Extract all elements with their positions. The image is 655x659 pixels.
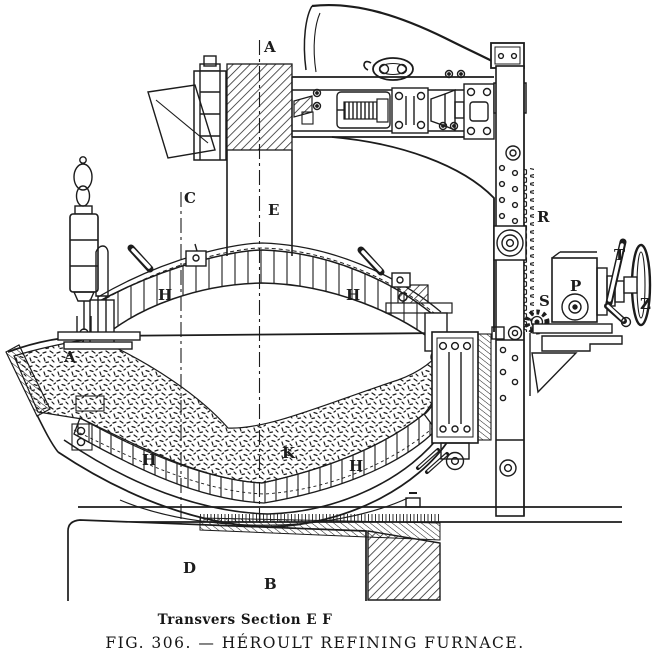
rack [524, 168, 534, 332]
chain-link [75, 185, 91, 207]
furnace-bowl [5, 284, 453, 528]
pouring-lip [5, 344, 51, 417]
label-e: E [268, 201, 279, 219]
rail-teeth [200, 514, 440, 522]
label-d: D [183, 559, 196, 577]
label-h-ring-left: H [142, 451, 156, 469]
counterweight-cylinder [69, 213, 99, 293]
label-h-roof-left: H [158, 286, 172, 304]
label-b: B [264, 575, 277, 593]
label-h-ring-right: H [349, 457, 363, 475]
column-cap-plate [490, 42, 525, 69]
tilting-gear-drive [524, 238, 652, 396]
roof-peg-right [357, 246, 385, 276]
roof-peg-left [127, 244, 154, 273]
rivet-holes [498, 145, 521, 225]
chain-link [73, 163, 93, 191]
rack-column [491, 65, 534, 517]
foundation-block [367, 530, 441, 601]
roof-clamp-left [185, 243, 207, 267]
spring-mechanism [336, 91, 391, 129]
guide-strip [477, 333, 492, 441]
clamp-plate [391, 87, 429, 134]
label-p: P [570, 277, 581, 295]
label-a-body: A [63, 348, 76, 366]
cone-coupling [430, 88, 465, 132]
figure-subcaption: Transvers Section E F [157, 612, 333, 628]
part-labels: A C E R T P S Z H H A H K H D B [63, 38, 651, 593]
base-foundation [67, 492, 622, 601]
counterweight-assembly [57, 156, 141, 350]
electrode-clamp [193, 55, 227, 161]
connection-box [431, 331, 492, 471]
arm-bolts [312, 69, 466, 131]
chain-pin [79, 156, 87, 164]
electrode-tray [147, 84, 216, 159]
figure-caption: FIG. 306. — HÉROULT REFINING FURNACE. [105, 634, 525, 652]
roof-arch [89, 242, 448, 364]
label-k: K [282, 444, 296, 462]
handwheel [623, 243, 652, 327]
label-s: S [539, 292, 550, 310]
gearbox [551, 251, 625, 323]
label-c: C [184, 189, 196, 207]
hand-lever [604, 238, 632, 328]
column-bearing [493, 225, 527, 261]
roof-clamp-right [391, 272, 411, 288]
contact-shoe [293, 95, 313, 118]
column-lower [496, 339, 524, 477]
label-z: Z [640, 295, 651, 313]
label-r: R [537, 208, 550, 226]
label-a-top: A [263, 38, 276, 56]
label-t: T [614, 246, 626, 264]
pedestal [67, 519, 367, 601]
electrode-block [226, 63, 293, 151]
support-bracket [529, 333, 623, 396]
label-h-roof-right: H [346, 286, 360, 304]
end-plate [463, 83, 495, 140]
electrode [147, 55, 293, 256]
suspension-link [363, 57, 414, 81]
electrode-arm [291, 4, 527, 332]
